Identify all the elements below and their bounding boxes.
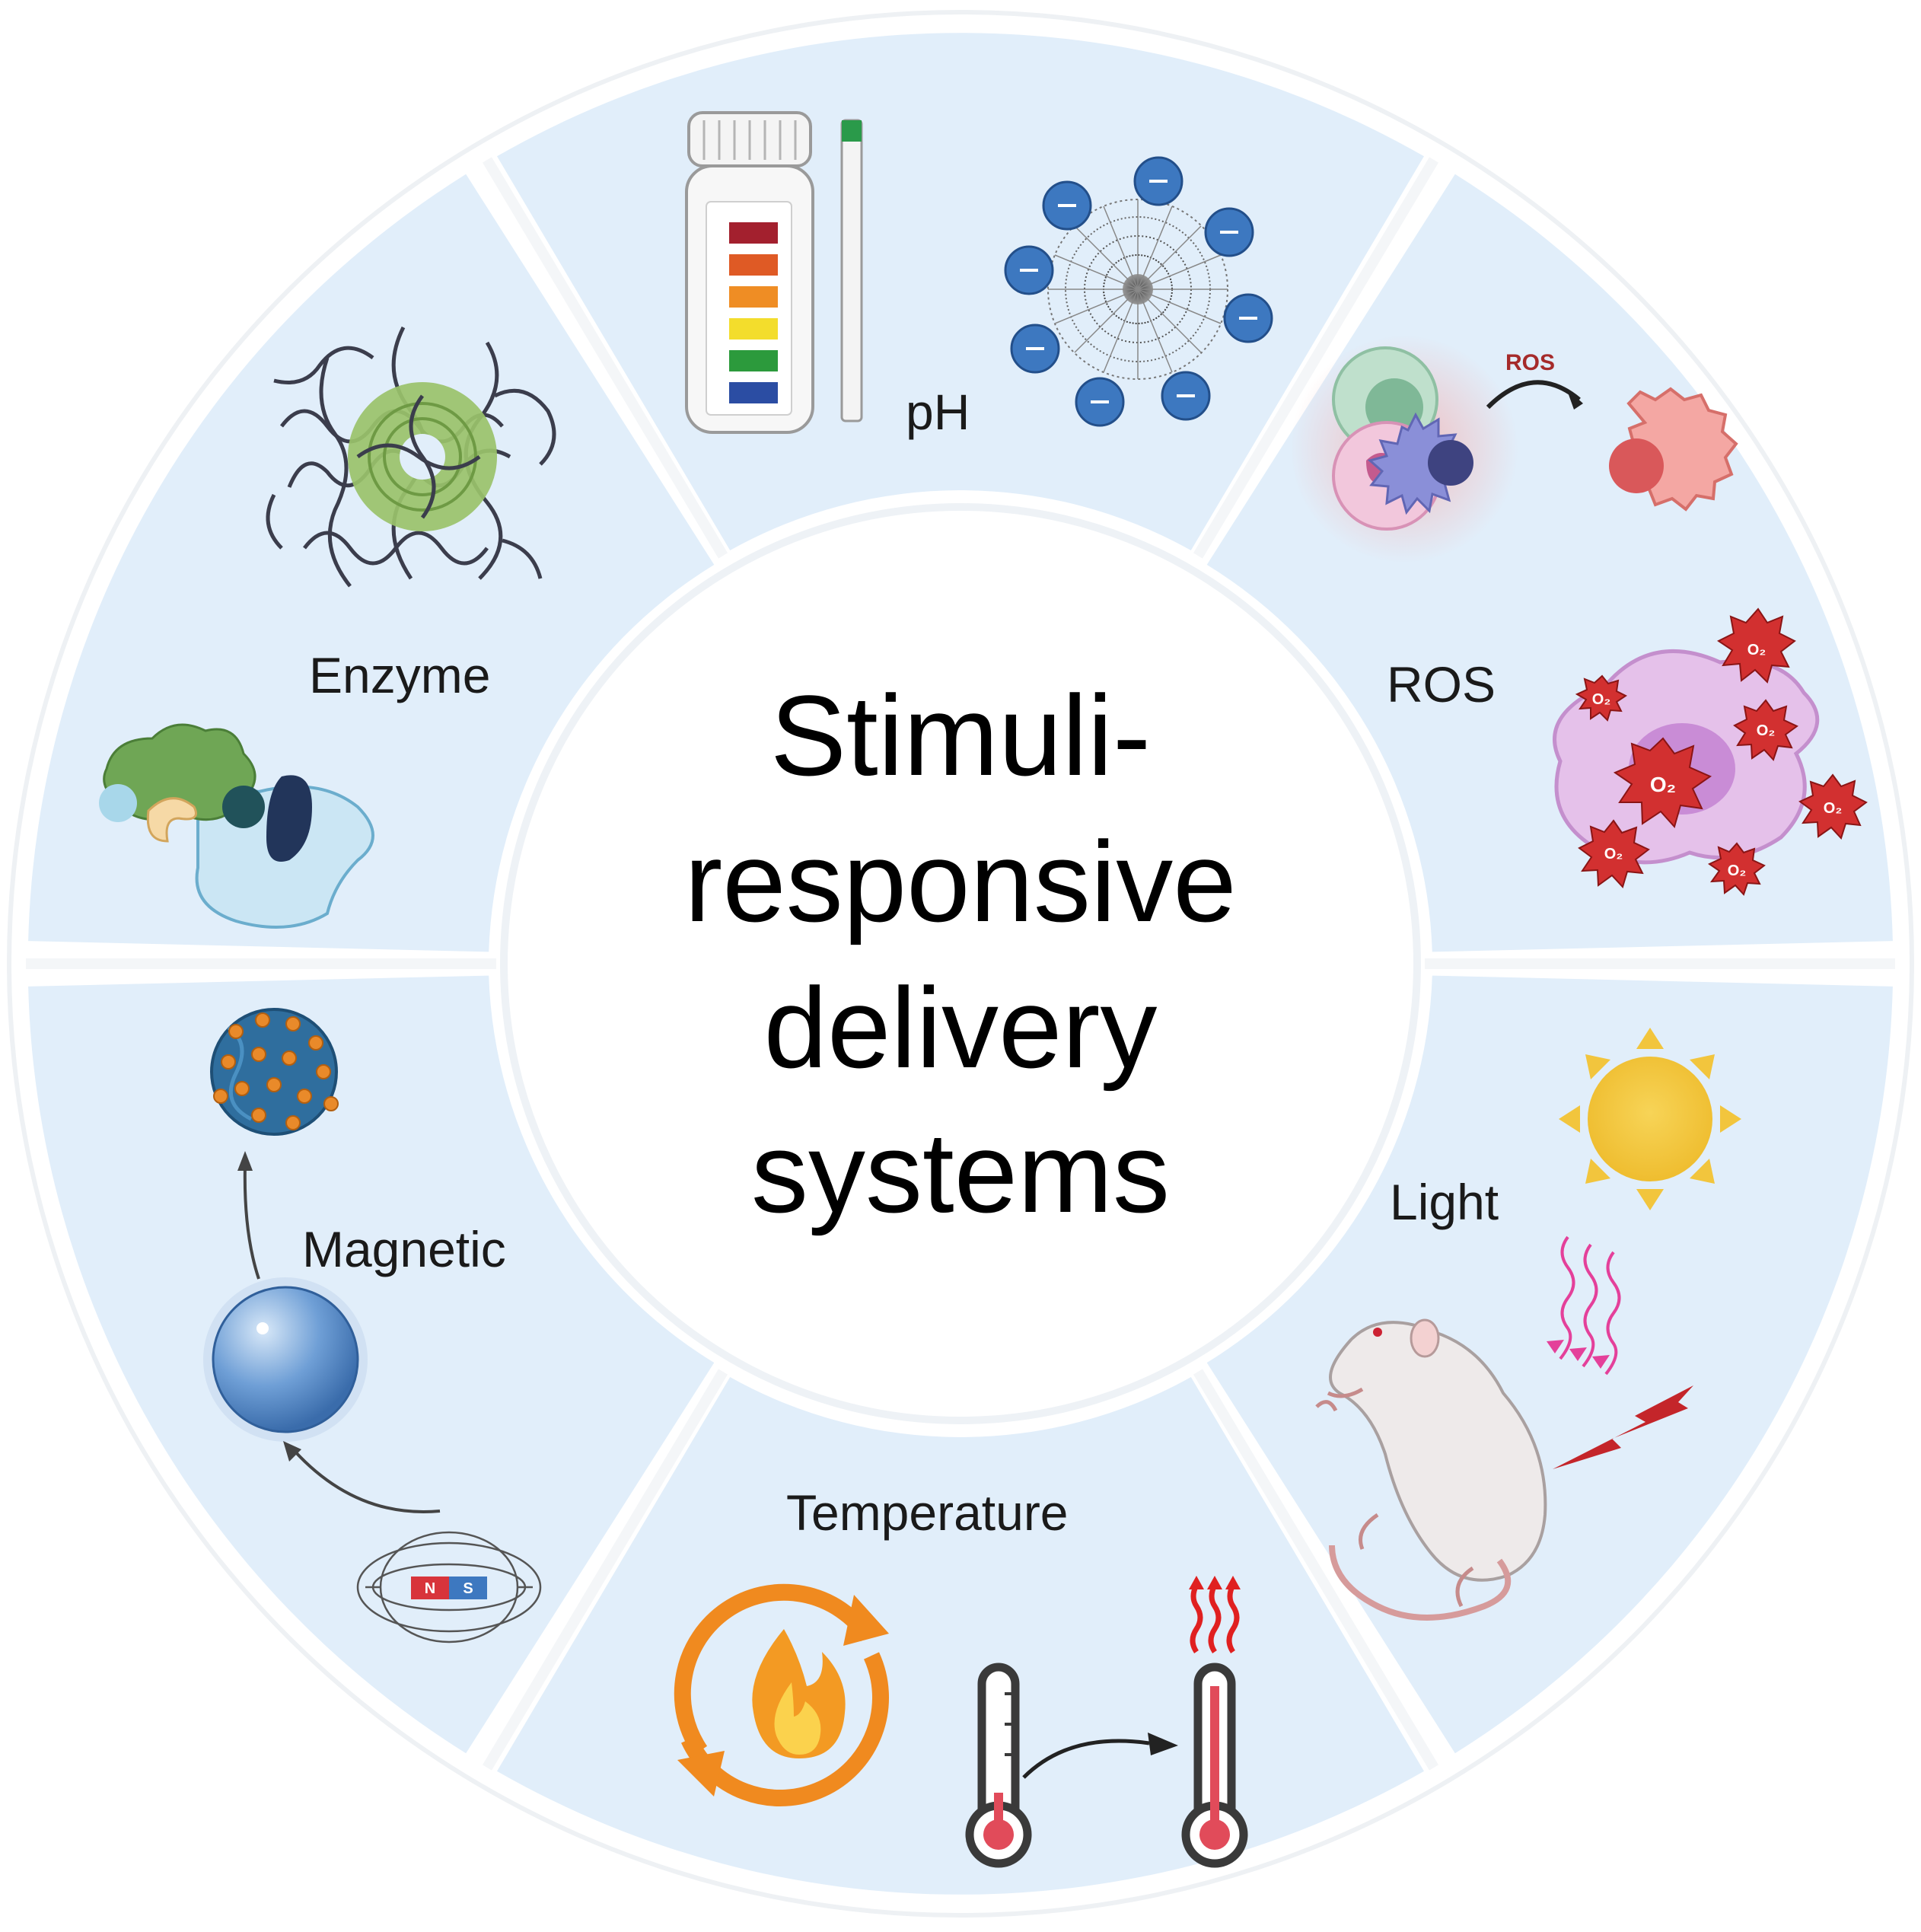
magnetic-arrow-left — [292, 1449, 441, 1513]
temperature-group: Temperature — [674, 1484, 1248, 1868]
enzyme-complex-icon — [99, 723, 374, 929]
magnetic-arrow-up — [243, 1164, 260, 1280]
temperature-label: Temperature — [786, 1484, 1069, 1541]
ph-bottle-icon — [685, 111, 814, 434]
superoxide-radical-icons — [1575, 607, 1868, 896]
center-line-4: systems — [751, 1108, 1170, 1236]
lightning-icon — [1553, 1385, 1693, 1469]
rat-icon — [1315, 1318, 1547, 1621]
center-line-3: delivery — [764, 964, 1158, 1092]
bar-magnet-icon: N S — [356, 1531, 542, 1643]
sun-icon — [1559, 1028, 1741, 1210]
radical-label-3: O₂ — [1757, 722, 1775, 739]
enzyme-label: Enzyme — [309, 647, 490, 703]
light-label: Light — [1390, 1174, 1499, 1230]
radical-label-6: O₂ — [1604, 846, 1623, 862]
center-title: Stimuli- responsive delivery systems — [684, 671, 1236, 1236]
magnet-pole-s: S — [463, 1580, 473, 1597]
magnet-pole-n: N — [425, 1580, 435, 1597]
magnetic-sphere-icon — [203, 1277, 368, 1442]
center-line-2: responsive — [684, 818, 1236, 945]
segment-light — [1206, 975, 1893, 1754]
ph-label: pH — [906, 384, 970, 440]
damaged-cell-icon — [1609, 387, 1738, 512]
radical-label-2: O₂ — [1592, 691, 1610, 708]
center-line-1: Stimuli- — [770, 671, 1151, 799]
nanoparticle-icon — [210, 1008, 339, 1136]
thermometer-low-icon — [965, 1663, 1032, 1868]
heat-waves-icon — [1190, 1583, 1240, 1653]
center-circle — [500, 503, 1421, 1424]
ph-test-strip-icon — [840, 119, 863, 422]
radical-label-1: O₂ — [1747, 642, 1766, 658]
immune-cells-icon — [1332, 346, 1473, 531]
magnetic-label: Magnetic — [302, 1221, 506, 1277]
thermometer-high-icon — [1181, 1663, 1248, 1868]
ph-group: pH — [685, 111, 1273, 440]
radical-label-5: O₂ — [1824, 800, 1842, 817]
fire-cycle-icon — [674, 1583, 889, 1806]
segment-separators — [26, 157, 1895, 1771]
radical-label-7: O₂ — [1728, 862, 1746, 879]
enzyme-group: Enzyme — [99, 326, 556, 929]
magnetic-group: Magnetic N S — [203, 1008, 542, 1643]
ros-label: ROS — [1387, 656, 1496, 713]
segment-magnetic — [28, 975, 715, 1754]
light-group: Light — [1315, 1028, 1741, 1621]
temperature-arrow — [1022, 1739, 1150, 1779]
radical-label-4: O₂ — [1650, 773, 1676, 796]
micelle-icon — [1047, 199, 1228, 380]
segment-temperature — [497, 1377, 1424, 1895]
light-rays-icon — [1559, 1235, 1621, 1376]
ros-group: ROS ROS O₂ O₂ O₂ O₂ O₂ O₂ O₂ — [1290, 335, 1868, 896]
ros-arrow-label: ROS — [1505, 350, 1555, 375]
polymer-enzyme-icon — [266, 326, 556, 588]
